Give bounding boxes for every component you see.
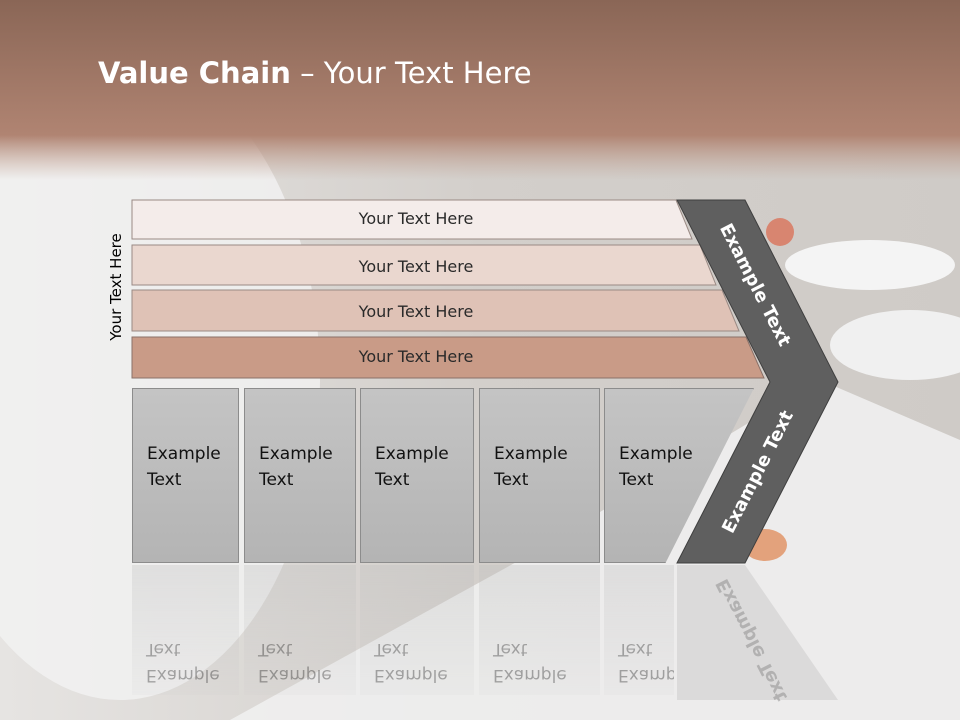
activity-box-1: Example Text xyxy=(132,388,239,563)
chevron-arrow xyxy=(676,199,839,564)
row-label-4: Your Text Here xyxy=(358,347,474,366)
activity-box-4: Example Text xyxy=(479,388,600,563)
activity-box-label: Example Text xyxy=(494,444,568,490)
box-reflection-4: Example Text xyxy=(479,565,600,695)
row-bar-3 xyxy=(131,289,740,332)
reflection-label: Example Text xyxy=(146,639,220,685)
activity-box-2: Example Text xyxy=(244,388,356,563)
chevron-reflection xyxy=(677,565,838,700)
reflection-label: Example Text xyxy=(618,639,674,685)
row-bar-1 xyxy=(131,199,693,240)
row-label-2: Your Text Here xyxy=(358,257,474,276)
activity-box-3: Example Text xyxy=(360,388,474,563)
reflection-label: Example Text xyxy=(374,639,448,685)
activity-box-label: Example Text xyxy=(375,444,449,490)
row-bar-2 xyxy=(131,244,717,286)
title-rest: – Your Text Here xyxy=(290,56,532,90)
reflection-label: Example Text xyxy=(258,639,332,685)
activity-box-label: Example Text xyxy=(147,444,221,490)
box-reflection-2: Example Text xyxy=(244,565,356,695)
title-bold: Value Chain xyxy=(98,56,291,90)
reflection-label: Example Text xyxy=(493,639,567,685)
row-label-1: Your Text Here xyxy=(358,209,474,228)
row-label-3: Your Text Here xyxy=(358,302,474,321)
activity-box-label: Example Text xyxy=(619,444,693,490)
activity-box-label: Example Text xyxy=(259,444,333,490)
box-reflection-5: Example Text xyxy=(604,565,674,695)
slide-title: Value Chain – Your Text Here xyxy=(98,56,532,90)
row-bar-4 xyxy=(131,336,765,379)
box-reflection-3: Example Text xyxy=(360,565,474,695)
box-reflection-1: Example Text xyxy=(132,565,239,695)
